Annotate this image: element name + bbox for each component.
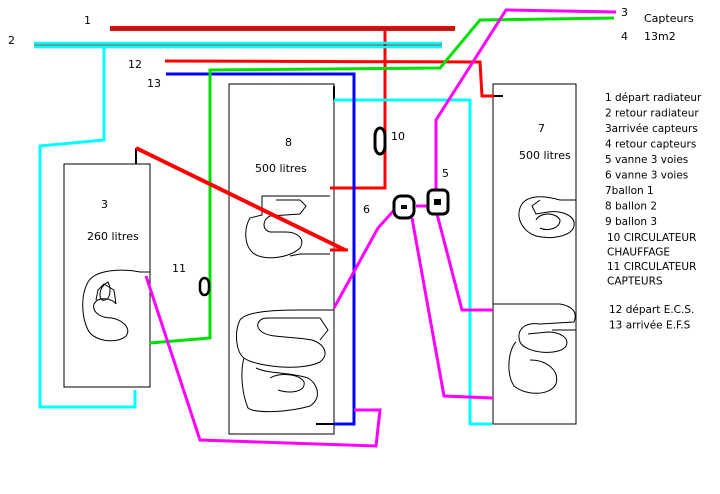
cyan-loop-left <box>38 47 137 409</box>
pipe-4-green <box>149 16 615 345</box>
capteurs-label: Capteurs <box>644 12 694 25</box>
valve-5 <box>426 188 450 216</box>
coil-tank-8 <box>236 195 334 413</box>
legend-item: CAPTEURS <box>607 276 663 288</box>
circulator-10-number: 10 <box>391 130 405 143</box>
valve-6-number: 6 <box>363 203 370 216</box>
pipe-13-number: 13 <box>147 77 161 90</box>
pipe-1-red <box>110 26 455 190</box>
pipe-12-red <box>164 59 494 98</box>
valve-6 <box>392 194 416 220</box>
legend-item: 4 retour capteurs <box>605 139 696 151</box>
pipe-2-number: 2 <box>8 34 15 47</box>
tank-7-number: 7 <box>538 122 545 135</box>
legend-item: 13 arrivée E.F.S <box>609 320 691 332</box>
tank-8 <box>228 83 335 435</box>
tank-8-volume: 500 litres <box>255 162 307 175</box>
tank-3 <box>63 163 151 388</box>
capteurs-area: 13m2 <box>644 30 676 43</box>
legend-item: 8 ballon 2 <box>605 201 657 213</box>
tank-7 <box>492 83 577 425</box>
legend-item: 5 vanne 3 voies <box>605 154 688 166</box>
tank-7-volume: 500 litres <box>519 149 571 162</box>
pipe-12-number: 12 <box>128 58 142 71</box>
pipe-3-magenta <box>144 8 617 448</box>
tank-3-number: 3 <box>101 198 108 211</box>
circulator-11-number: 11 <box>172 262 186 275</box>
coil-tank-7 <box>493 196 576 394</box>
red-diagonal <box>135 146 346 252</box>
legend-item: 7ballon 1 <box>605 185 654 197</box>
legend-item: 12 départ E.C.S. <box>609 304 694 316</box>
legend-item: 2 retour radiateur <box>605 108 699 120</box>
circulator-11 <box>198 276 211 297</box>
legend-item: 3arrivée capteurs <box>605 123 698 135</box>
legend-item: 11 CIRCULATEUR <box>607 261 696 273</box>
legend-item: 9 ballon 3 <box>605 216 657 228</box>
legend-item: 1 départ radiateur <box>605 92 702 104</box>
pipe-3-number: 3 <box>621 6 628 19</box>
pipe-13-blue <box>166 72 356 426</box>
legend-item: CHAUFFAGE <box>607 247 670 259</box>
coil-tank-3 <box>82 269 150 342</box>
tank-8-number: 8 <box>285 136 292 149</box>
circulator-10 <box>373 126 387 156</box>
pipe-4-number: 4 <box>621 30 628 43</box>
pipe-2-cyan <box>34 41 442 49</box>
legend-item: 10 CIRCULATEUR <box>607 232 696 244</box>
legend-item: 6 vanne 3 voies <box>605 170 688 182</box>
cyan-line-tank7 <box>334 98 492 426</box>
tank-3-volume: 260 litres <box>87 230 139 243</box>
legend: 1 départ radiateur 2 retour radiateur 3arr… <box>605 92 702 332</box>
valve-5-number: 5 <box>442 167 449 180</box>
pipe-1-number: 1 <box>84 14 91 27</box>
